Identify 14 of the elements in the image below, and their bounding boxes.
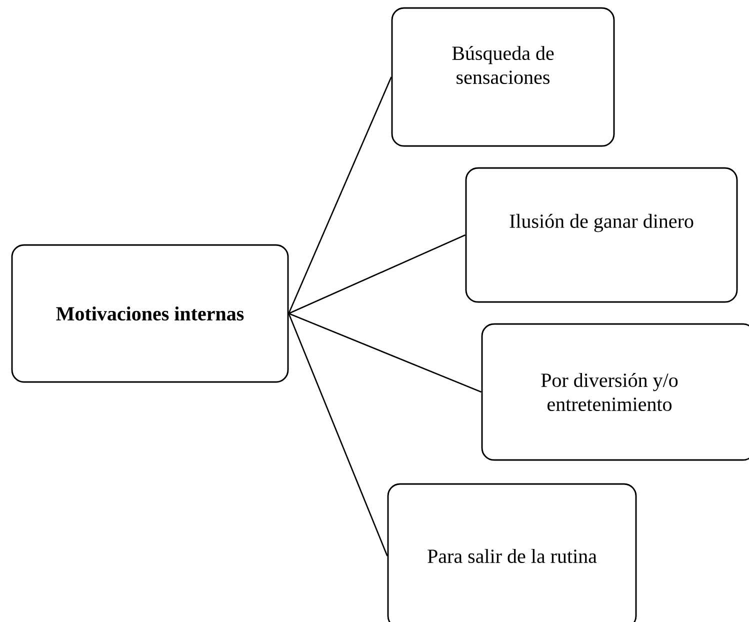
connector-line <box>288 312 482 393</box>
process-box <box>11 244 289 383</box>
box-text: Para salir de la rutina <box>428 548 597 564</box>
process-box <box>481 323 749 461</box>
connector-line <box>288 234 466 314</box>
connector-line <box>288 76 392 314</box>
box-text: Ilusión de ganar dinero <box>510 214 694 232</box>
process-box <box>391 7 615 147</box>
box-text: Por diversión y/o entretenimiento <box>541 372 678 412</box>
box-text: Motivaciones internas <box>56 306 244 321</box>
process-box <box>387 483 637 622</box>
box-text: Búsqueda de sensaciones <box>452 46 554 84</box>
process-box <box>465 167 738 303</box>
connector-line <box>288 313 388 556</box>
